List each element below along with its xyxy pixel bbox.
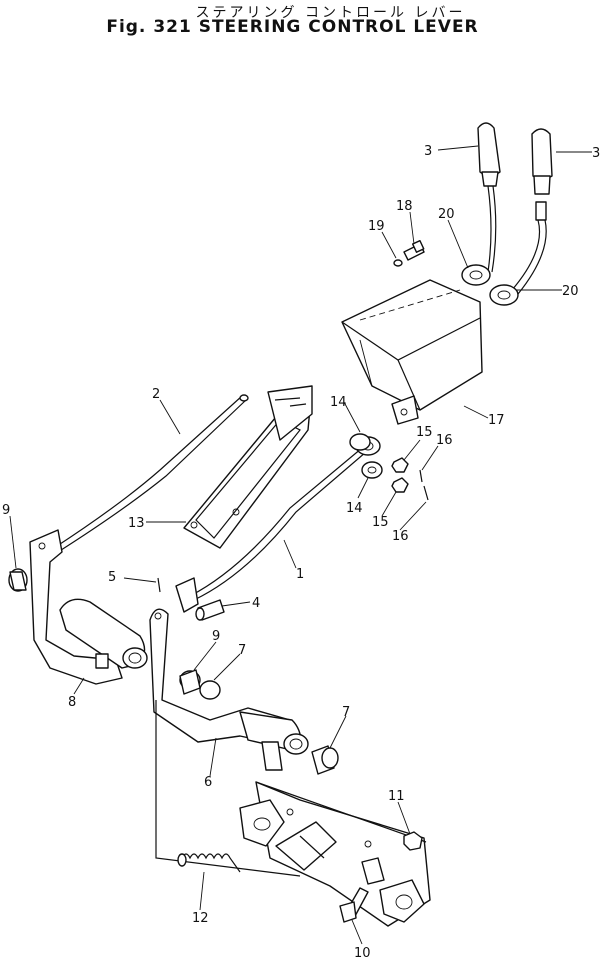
callout-3-left: 3 [424,144,432,159]
nut-11 [403,831,423,851]
lever-cover [341,279,483,425]
bushing-7b [311,745,339,775]
nut-15b [391,477,409,493]
rod-1 [175,447,367,613]
callout-14-top: 14 [330,395,347,410]
callout-16-bottom: 16 [392,529,409,544]
washer-19 [393,259,403,267]
bushing-9b [179,669,201,695]
callout-8: 8 [68,695,76,710]
callout-5: 5 [108,570,116,585]
callout-17: 17 [488,413,505,428]
nut-15a [391,457,409,473]
pedal-lever-8 [29,529,148,685]
pedal-lever-6 [149,608,309,771]
callout-14-bottom: 14 [346,501,363,516]
pin-4 [195,599,225,621]
callout-16-top: 16 [436,433,453,448]
figure-title: Fig. 321 STEERING CONTROL LEVER [106,17,479,37]
callout-20-right: 20 [562,284,579,299]
callout-19: 19 [368,219,385,234]
callout-18: 18 [396,199,413,214]
callout-2: 2 [152,387,160,402]
callout-20-left: 20 [438,207,455,222]
bracket-13 [183,385,313,549]
grommet-right [489,284,519,306]
bolt-18 [403,239,425,261]
grommet-left [461,264,491,286]
callout-9-left: 9 [2,503,10,518]
bolt-10 [339,887,369,923]
rod-2 [53,394,249,553]
pin-5 [157,577,161,593]
callout-15-top: 15 [416,425,433,440]
callout-15-bottom: 15 [372,515,389,530]
lever-knob-left [477,122,501,273]
callout-1: 1 [296,567,304,582]
mounting-plate [239,781,431,927]
pin-16 [419,469,429,501]
callout-6: 6 [204,775,212,790]
callout-3-right: 3 [592,146,600,161]
lever-knob-right [511,128,553,295]
leader-lines [9,145,592,945]
figure-title-japanese: ステアリング コントロール レバー [195,5,466,21]
spring-12 [155,700,301,877]
bushing-9a [8,568,28,592]
callout-7-upper: 7 [238,643,246,658]
callout-12: 12 [192,911,209,926]
callout-9-right: 9 [212,629,220,644]
callout-11: 11 [388,789,405,804]
bushing-7a [199,680,221,700]
yoke-14a [349,433,381,456]
callout-10: 10 [354,946,371,961]
yoke-14b [361,461,383,479]
callout-13: 13 [128,516,145,531]
callout-4: 4 [252,596,260,611]
callout-7-lower: 7 [342,705,350,720]
